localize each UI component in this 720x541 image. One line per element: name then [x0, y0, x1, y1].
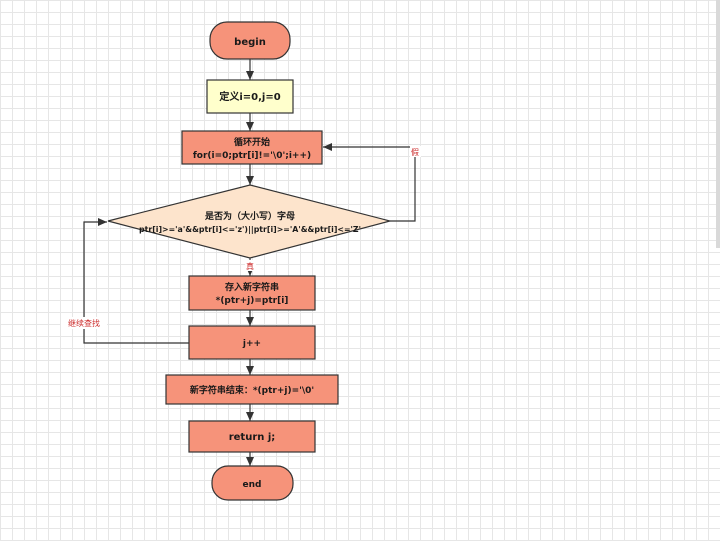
return-label: return j; [229, 432, 276, 443]
define-node: 定义i=0,j=0 [206, 79, 294, 114]
loop-node: 循环开始 for(i=0;ptr[i]!='\0';i++) [181, 130, 323, 165]
increment-node: j++ [188, 325, 316, 360]
check-shape [107, 184, 393, 259]
true-label-bg [245, 260, 256, 271]
store-node: 存入新字符串 *(ptr+j)=ptr[i] [188, 275, 316, 311]
define-shape [206, 79, 294, 114]
begin-shape [209, 21, 291, 60]
loop-title: 循环开始 [234, 136, 270, 148]
increment-label: j++ [242, 339, 261, 349]
loop-condition: for(i=0;ptr[i]!='\0';i++) [193, 151, 311, 161]
terminate-shape [165, 374, 339, 405]
check-node: 是否为（大小写）字母 ptr[i]>='a'&&ptr[i]<='z')||pt… [107, 184, 393, 259]
terminate-node: 新字符串结束：*(ptr+j)='\0' [165, 374, 339, 405]
store-title: 存入新字符串 [225, 281, 279, 293]
return-node: return j; [188, 420, 316, 453]
begin-node: begin [209, 21, 291, 60]
arrow-false-back-to-loop [323, 143, 416, 222]
end-label: end [243, 480, 262, 490]
false-label-bg [410, 146, 421, 157]
terminate-label: 新字符串结束：*(ptr+j)='\0' [190, 384, 314, 396]
false-label: 假 [411, 148, 419, 157]
check-condition: ptr[i]>='a'&&ptr[i]<='z')||ptr[i]>='A'&&… [139, 225, 361, 234]
true-label: 真 [246, 261, 254, 271]
define-label: 定义i=0,j=0 [219, 90, 280, 103]
end-shape [211, 465, 294, 501]
window-edge [716, 0, 720, 248]
edge-labels: 假 真 继续查找 [61, 146, 421, 329]
store-shape [188, 275, 316, 311]
end-node: end [211, 465, 294, 501]
continue-label: 继续查找 [68, 318, 100, 328]
store-code: *(ptr+j)=ptr[i] [216, 296, 289, 306]
check-title: 是否为（大小写）字母 [204, 210, 295, 222]
loop-shape [181, 130, 323, 165]
continue-label-bg [61, 317, 107, 329]
arrow-continue-back-to-check [83, 218, 189, 344]
begin-label: begin [234, 37, 266, 48]
return-shape [188, 420, 316, 453]
increment-shape [188, 325, 316, 360]
